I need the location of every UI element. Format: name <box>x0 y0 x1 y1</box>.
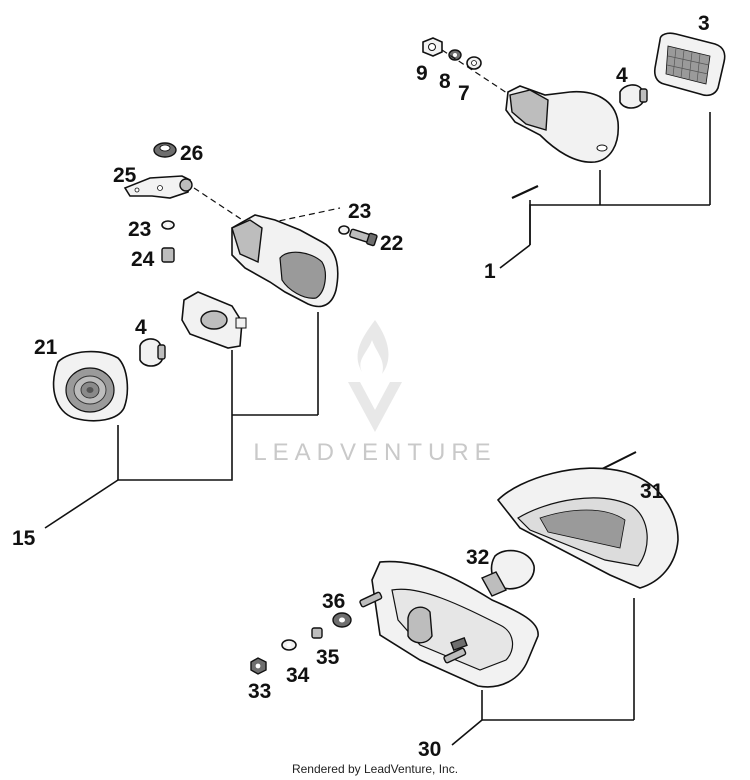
signal-housing-left <box>231 214 339 308</box>
callout-4-left: 4 <box>135 316 147 339</box>
callout-26: 26 <box>180 142 203 165</box>
washer-part-34 <box>281 639 297 651</box>
stud-right <box>443 647 467 664</box>
callout-9: 9 <box>416 62 428 85</box>
callout-34: 34 <box>286 664 310 687</box>
callout-23-left: 23 <box>128 218 151 241</box>
watermark-logo <box>348 320 402 432</box>
callout-4-top: 4 <box>616 64 628 87</box>
washer-part-7 <box>466 56 482 70</box>
render-credit: Rendered by LeadVenture, Inc. <box>291 762 459 776</box>
tail-light-assembly <box>250 451 679 746</box>
grommet-part-26 <box>153 142 177 158</box>
nut-part-24 <box>161 247 175 263</box>
signal-housing-right <box>505 85 620 163</box>
lens-part-3 <box>653 32 726 97</box>
tail-housing-part-30 <box>371 560 539 688</box>
callout-25: 25 <box>113 164 137 187</box>
callout-31: 31 <box>640 480 664 503</box>
washer-part-23-left <box>161 220 175 230</box>
bulb-part-4 <box>619 84 648 109</box>
socket-part <box>181 291 247 349</box>
tail-bulb-part-32 <box>481 549 535 597</box>
callout-22: 22 <box>380 232 403 255</box>
callout-35: 35 <box>316 646 340 669</box>
bulb-part-4-left <box>139 338 166 367</box>
washer-part-23-right <box>338 225 350 235</box>
nut-part-9 <box>422 37 443 57</box>
callout-30: 30 <box>418 738 441 761</box>
lens-screw <box>599 451 637 471</box>
callout-8: 8 <box>439 70 451 93</box>
washer-part-8 <box>448 49 462 61</box>
callout-32: 32 <box>466 546 489 569</box>
bracket-part-25 <box>123 175 193 199</box>
lens-part-21 <box>52 350 129 422</box>
tail-lens-part-31 <box>496 467 679 589</box>
turn-signal-front-right <box>422 32 726 269</box>
callout-33: 33 <box>248 680 271 703</box>
callout-36: 36 <box>322 590 345 613</box>
callout-7: 7 <box>458 82 470 105</box>
callout-15: 15 <box>12 527 36 550</box>
callout-3: 3 <box>698 12 710 35</box>
callout-1: 1 <box>484 260 496 283</box>
watermark-text: LEADVENTURE <box>253 439 496 466</box>
stud-left <box>359 591 383 608</box>
spacer-part-35 <box>311 627 323 639</box>
turn-signal-left <box>44 142 378 529</box>
nut-part-33 <box>250 657 267 675</box>
nut-part-36 <box>332 612 352 628</box>
callout-21: 21 <box>34 336 58 359</box>
callout-24: 24 <box>131 248 155 271</box>
bolt-part-22 <box>349 228 378 247</box>
callout-23-right: 23 <box>348 200 371 223</box>
pin-part <box>511 185 539 199</box>
